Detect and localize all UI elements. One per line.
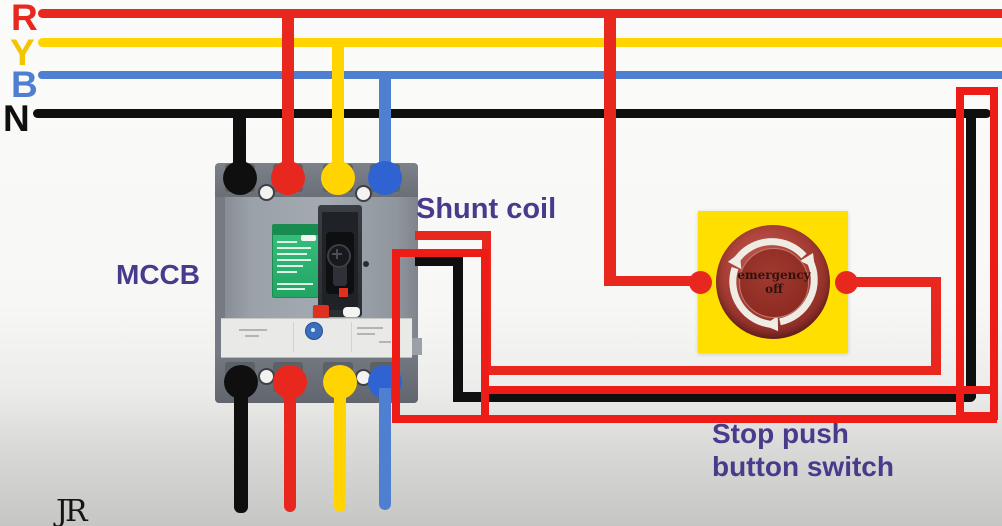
phase-label-r: R: [11, 0, 38, 38]
sticker-text-line: [277, 259, 311, 261]
phase-label-n: N: [3, 98, 30, 139]
mounting-hole: [355, 185, 372, 202]
bus-line-n: [33, 109, 991, 118]
estop-text-line2: off: [765, 282, 783, 296]
mccb-label: MCCB: [116, 259, 200, 290]
terminal-dot-y-top: [321, 161, 355, 195]
screw-icon: [327, 244, 351, 268]
highlight-box-shunt-wiring: [392, 249, 489, 423]
button-left-wire-h: [610, 276, 706, 286]
sticker-text-line: [277, 265, 303, 267]
mounting-hole: [258, 184, 275, 201]
sticker-header: [273, 225, 319, 235]
phase-label-b: B: [11, 64, 38, 105]
wire-r-out: [284, 388, 296, 512]
sticker-text-line: [277, 253, 307, 255]
mccb-left-shade: [215, 196, 225, 356]
mccb-spec-sticker: [272, 224, 320, 298]
wire-y-out: [334, 388, 346, 512]
mccb-adjust-dial: [305, 322, 323, 340]
phase-label-y: Y: [10, 32, 35, 73]
estop-left-terminal: [689, 271, 712, 294]
button-right-wire-h: [846, 277, 941, 287]
highlight-line-top: [486, 386, 998, 394]
stop-push-button-label: Stop push button switch: [712, 417, 894, 483]
stop-label-line2: button switch: [712, 451, 894, 482]
estop-text-line1: emergency: [737, 268, 811, 282]
bus-line-b: [38, 71, 1002, 79]
bus-line-r: [38, 9, 1002, 18]
estop-button-face: emergency off: [737, 248, 811, 318]
neutral-return-wire-h: [453, 392, 976, 402]
sticker-text-line: [277, 241, 297, 243]
highlight-line-bottom: [392, 415, 997, 423]
highlight-box-neutral-riser: [956, 87, 998, 420]
mccb-body-dot: [363, 261, 369, 267]
terminal-dot-neutral-top: [223, 161, 257, 195]
mccb-side-tab: [412, 338, 422, 355]
estop-right-terminal: [835, 271, 858, 294]
neutral-return-wire-v: [966, 113, 976, 398]
terminal-dot-r-top: [271, 161, 305, 195]
bus-line-y: [38, 38, 1002, 47]
coil-supply-wire-h: [482, 366, 941, 375]
stop-label-line1: Stop push: [712, 418, 849, 449]
shunt-coil-black-wire-h: [415, 256, 463, 266]
sticker-text-line: [277, 283, 313, 285]
shunt-coil-black-wire-v: [453, 256, 463, 402]
button-right-wire-v: [931, 278, 941, 373]
sticker-text-line: [277, 271, 297, 273]
trip-indicator: [339, 288, 348, 297]
wire-b-drop: [379, 74, 391, 182]
rotate-arrows-icon: [727, 238, 818, 332]
sticker-badge: [301, 235, 316, 241]
shunt-coil-red-wire-h: [415, 231, 487, 240]
terminal-dot-b-top: [368, 161, 402, 195]
wire-neutral-out: [234, 382, 248, 513]
mccb-test-button: [313, 305, 329, 318]
shunt-coil-label: Shunt coil: [416, 193, 557, 225]
wire-y-drop: [332, 41, 344, 182]
mccb-mini-label: [343, 307, 360, 317]
wire-r-drop: [282, 12, 294, 182]
sticker-text-line: [277, 247, 311, 249]
sticker-text-line: [277, 288, 305, 290]
creator-monogram: JR: [56, 494, 88, 526]
phase-tap-wire-v: [604, 12, 616, 286]
mccb-toggle-grip: [333, 262, 347, 286]
wire-b-out: [379, 388, 391, 510]
